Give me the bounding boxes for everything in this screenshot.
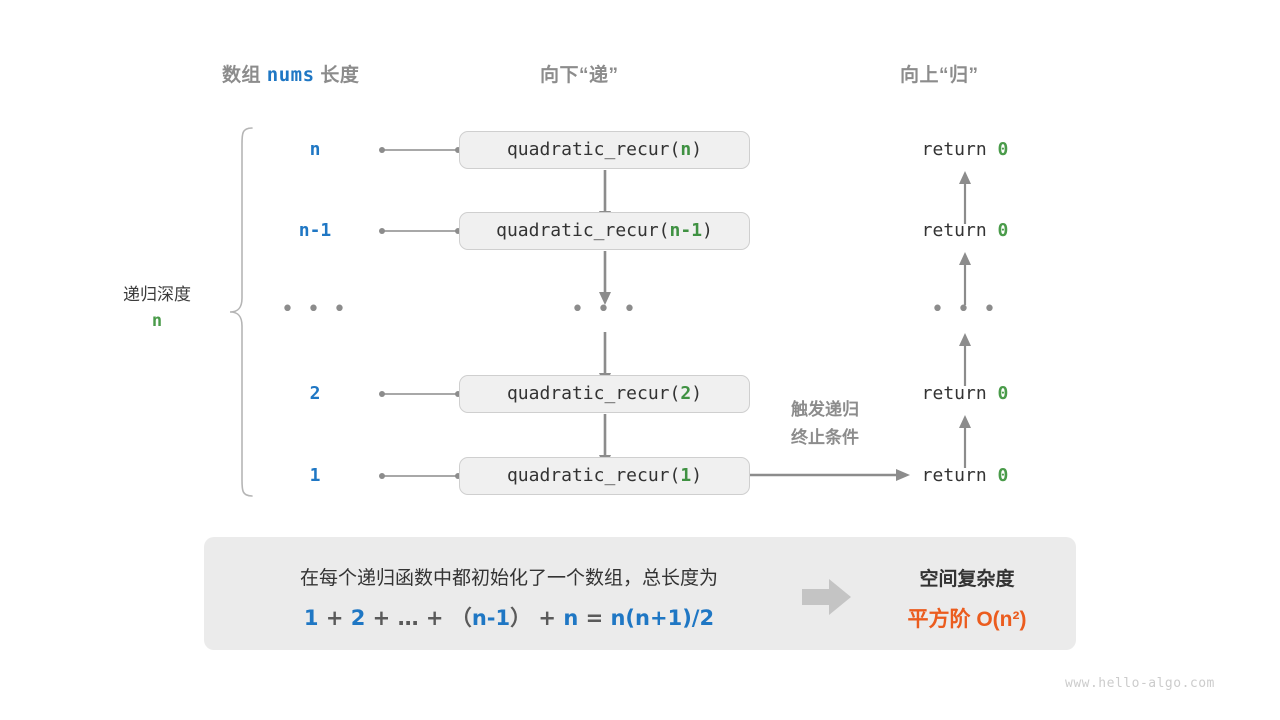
formula-op-1: + xyxy=(318,606,351,630)
complexity-title: 空间复杂度 xyxy=(919,569,1015,590)
return-row-0: return 0 xyxy=(900,139,1030,160)
header-array-length: 数组 nums 长度 xyxy=(222,60,359,87)
return-value-3: 0 xyxy=(997,383,1009,404)
formula-op-3: ） + xyxy=(510,606,564,630)
header-array-suffix: 长度 xyxy=(314,65,360,86)
return-row-1: return 0 xyxy=(900,220,1030,241)
descend-arrow-1 xyxy=(599,251,611,305)
function-call-arg-0: n xyxy=(680,139,692,160)
array-length-row-3: 2 xyxy=(309,383,321,404)
function-box-row-4[interactable]: quadratic_recur(1) xyxy=(459,457,750,495)
function-call-suffix-4: ) xyxy=(691,465,703,486)
header-ascend: 向上“归” xyxy=(900,65,979,86)
return-value-1: 0 xyxy=(997,220,1009,241)
function-call-arg-3: 2 xyxy=(680,383,692,404)
ascend-arrow-3 xyxy=(959,415,971,468)
function-box-row-3[interactable]: quadratic_recur(2) xyxy=(459,375,750,413)
complexity-value: 平方阶 O(n²) xyxy=(907,608,1027,631)
connector-row-0 xyxy=(379,147,461,153)
connector-row-1 xyxy=(379,228,461,234)
function-call-suffix-1: ) xyxy=(702,220,713,241)
formula-op-2: + … + （ xyxy=(365,606,472,630)
header-descend: 向下“递” xyxy=(540,65,619,86)
summary-formula: 1 + 2 + … + （n-1） + n = n(n+1)/2 xyxy=(228,602,790,632)
return-label-4: return xyxy=(921,465,998,486)
array-length-row-1: n-1 xyxy=(298,220,332,241)
return-label-1: return xyxy=(921,220,998,241)
function-call-prefix-3: quadratic_recur( xyxy=(506,383,681,404)
result-arrow-icon xyxy=(802,579,851,615)
depth-brace-icon xyxy=(229,127,253,497)
formula-term-3: n-1 xyxy=(471,606,511,630)
base-case-arrow xyxy=(750,469,910,481)
function-call-prefix-1: quadratic_recur( xyxy=(496,220,670,241)
summary-text: 在每个递归函数中都初始化了一个数组，总长度为 xyxy=(299,568,718,589)
return-label-3: return xyxy=(921,383,998,404)
return-value-0: 0 xyxy=(997,139,1009,160)
terminate-note-line1: 触发递归 xyxy=(791,400,859,419)
watermark: www.hello-algo.com xyxy=(1065,676,1215,691)
descend-ellipsis: • • • xyxy=(571,297,639,322)
array-length-row-4: 1 xyxy=(309,465,321,486)
array-length-ellipsis: • • • xyxy=(281,297,349,322)
return-label-0: return xyxy=(921,139,998,160)
function-call-suffix-3: ) xyxy=(691,383,703,404)
recursion-depth-title: 递归深度 xyxy=(123,285,191,304)
formula-term-5: n(n+1)/2 xyxy=(610,606,715,630)
function-box-row-1[interactable]: quadratic_recur(n-1) xyxy=(459,212,750,250)
terminate-note-line2: 终止条件 xyxy=(791,428,859,448)
function-box-row-0[interactable]: quadratic_recur(n) xyxy=(459,131,750,169)
connector-row-4 xyxy=(379,473,461,479)
return-row-4: return 0 xyxy=(900,465,1030,486)
ascend-arrow-1 xyxy=(959,252,971,305)
ascend-ellipsis: • • • xyxy=(931,297,999,322)
function-call-arg-1: n-1 xyxy=(669,220,703,241)
terminate-note: 触发递归 终止条件 xyxy=(760,396,890,452)
ascend-arrow-0 xyxy=(959,171,971,224)
ascend-arrow-2 xyxy=(959,333,971,386)
connector-row-3 xyxy=(379,391,461,397)
formula-term-2: 2 xyxy=(350,606,366,630)
function-call-arg-4: 1 xyxy=(680,465,692,486)
array-length-row-0: n xyxy=(309,139,321,160)
header-array-code: nums xyxy=(266,64,315,86)
function-call-suffix-0: ) xyxy=(691,139,703,160)
header-array-prefix: 数组 xyxy=(222,65,267,86)
formula-op-4: = xyxy=(578,606,611,630)
return-row-3: return 0 xyxy=(900,383,1030,404)
recursion-depth-label: 递归深度 n xyxy=(92,282,222,335)
function-call-prefix-0: quadratic_recur( xyxy=(506,139,681,160)
formula-term-4: n xyxy=(563,606,579,630)
recursion-depth-value: n xyxy=(151,311,163,332)
summary-panel xyxy=(204,537,1076,650)
return-value-4: 0 xyxy=(997,465,1009,486)
function-call-prefix-4: quadratic_recur( xyxy=(506,465,681,486)
formula-term-1: 1 xyxy=(303,606,319,630)
